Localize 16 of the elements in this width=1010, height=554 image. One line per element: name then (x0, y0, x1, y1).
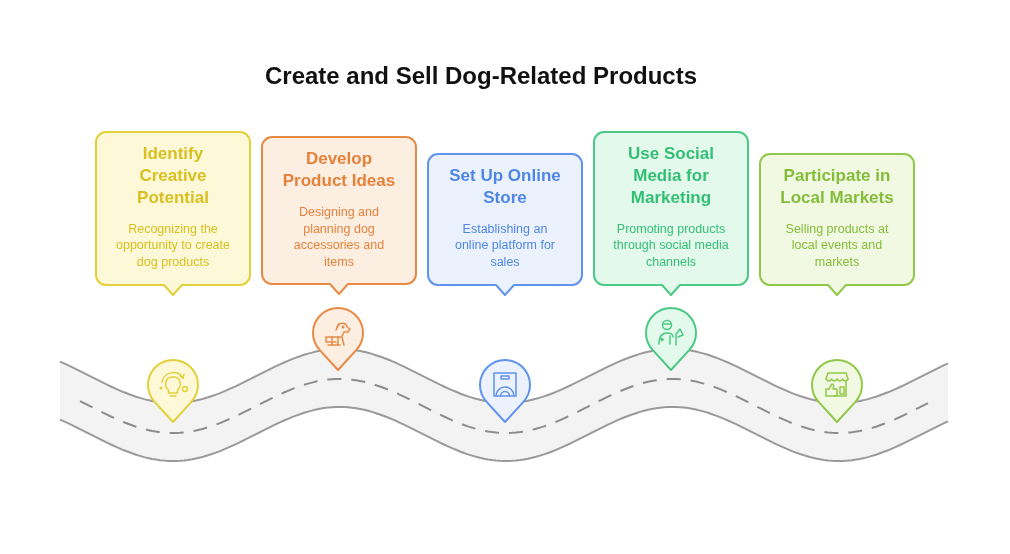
step-heading: Use Social Media for Marketing (627, 142, 715, 209)
step-description: Designing and planning dog accessories and items (292, 204, 386, 270)
callout-box (593, 130, 749, 295)
step-description: Recognizing the opportunity to create dog products (115, 220, 231, 270)
diagram-title: Create and Sell Dog-Related Products (264, 62, 698, 89)
step-description: Establishing an online platform for sales (453, 220, 557, 270)
step-heading: Identify Creative Potential (136, 142, 210, 209)
step-heading: Participate in Local Markets (779, 164, 895, 209)
step-heading: Develop Product Ideas (281, 148, 397, 192)
step-description: Selling products at local events and markets (784, 220, 890, 270)
step-heading: Set Up Online Store (448, 164, 562, 209)
callout-box (427, 152, 583, 295)
callout-box (95, 130, 251, 295)
step-description: Promoting products through social media channels (612, 220, 730, 270)
callout-box (759, 152, 915, 295)
callout-box (261, 136, 417, 295)
